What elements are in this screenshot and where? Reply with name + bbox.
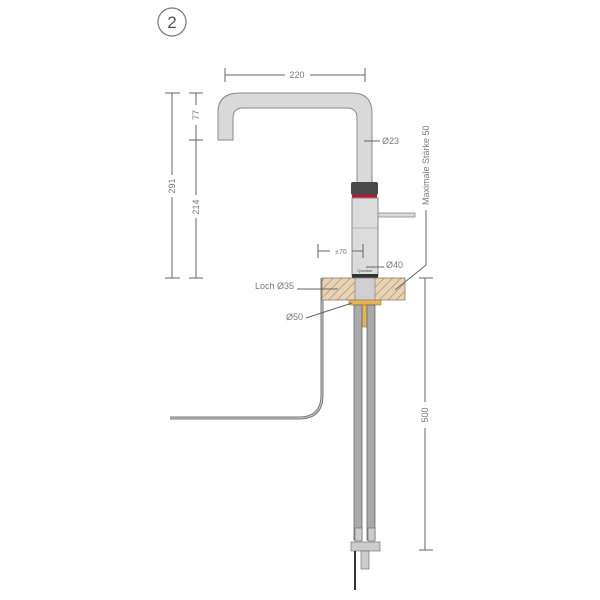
dimension-214: 214 [191,199,201,278]
svg-text:214: 214 [191,199,201,214]
threaded-rod [361,304,368,328]
washer [348,299,382,306]
dimension-500: 500 [419,277,433,551]
knurled-grip [351,182,378,195]
brand-logo: Quooker [357,268,373,273]
step-badge: 2 [157,7,187,37]
svg-text:Ø50: Ø50 [286,312,303,322]
label-washer: Ø50 [286,302,353,322]
supply-hoses [350,304,381,590]
label-hole: Loch Ø35 [255,281,338,291]
lever-handle [377,212,416,218]
dimension-291: 291 [165,92,180,279]
svg-text:Ø23: Ø23 [382,136,399,146]
svg-text:291: 291 [167,178,177,193]
svg-text:±70: ±70 [335,249,347,256]
svg-text:Maximale Stärke 50: Maximale Stärke 50 [421,125,431,205]
svg-text:500: 500 [420,407,430,422]
dimension-220: 220 [224,68,366,82]
svg-text:Ø40: Ø40 [386,260,403,270]
power-cable [170,278,324,420]
label-body-diameter: Ø40 [366,260,403,270]
dimension-adjust: ±70 [317,244,364,258]
red-ring [352,195,377,198]
tap-body [351,197,379,277]
label-spout-diameter: Ø23 [364,136,399,146]
step-number: 2 [167,13,176,32]
svg-text:220: 220 [289,70,304,80]
spout [217,92,373,184]
svg-text:Loch Ø35: Loch Ø35 [255,281,294,291]
label-max-thickness: Maximale Stärke 50 [394,125,431,291]
svg-text:77: 77 [191,110,201,120]
